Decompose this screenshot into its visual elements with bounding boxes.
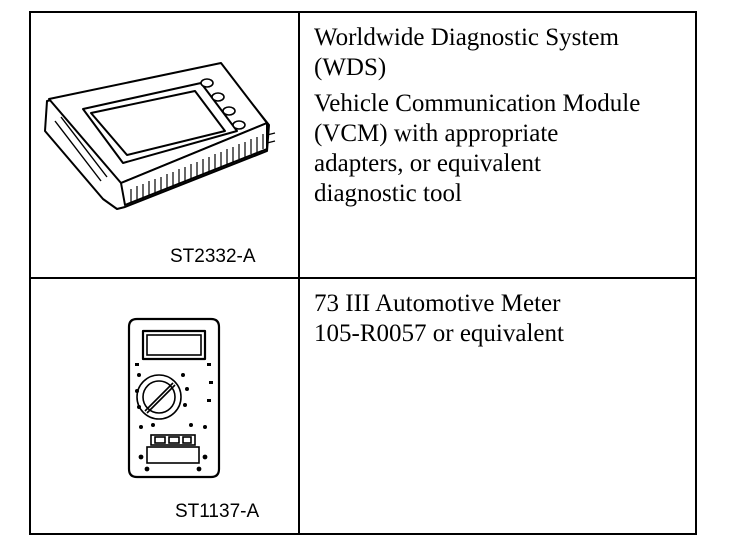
tool-description-cell: Worldwide Diagnostic System (WDS) Vehicl… (300, 13, 695, 277)
description-line: 105-R0057 or equivalent (314, 320, 564, 347)
description-line: Worldwide Diagnostic System (314, 24, 619, 51)
tool-description-cell: 73 III Automotive Meter 105-R0057 or equ… (300, 279, 695, 533)
automotive-meter-illustration (127, 317, 221, 479)
tool-image-cell: ST1137-A (31, 279, 300, 533)
table-row: ST2332-A Worldwide Diagnostic System (WD… (31, 13, 695, 279)
figure-caption: ST2332-A (170, 246, 256, 267)
description-line: 73 III Automotive Meter (314, 290, 561, 317)
description-line: Vehicle Communication Module (314, 90, 641, 117)
figure-caption: ST1137-A (175, 501, 260, 522)
table-row: ST1137-A 73 III Automotive Meter 105-R00… (31, 279, 695, 533)
description-line: diagnostic tool (314, 180, 462, 207)
description-line: adapters, or equivalent (314, 150, 541, 177)
tool-image-cell: ST2332-A (31, 13, 300, 277)
diagnostic-system-illustration (44, 62, 276, 210)
description-line: (VCM) with appropriate (314, 120, 559, 147)
special-tools-table: ST2332-A Worldwide Diagnostic System (WD… (29, 11, 697, 535)
description-line: (WDS) (314, 54, 387, 81)
